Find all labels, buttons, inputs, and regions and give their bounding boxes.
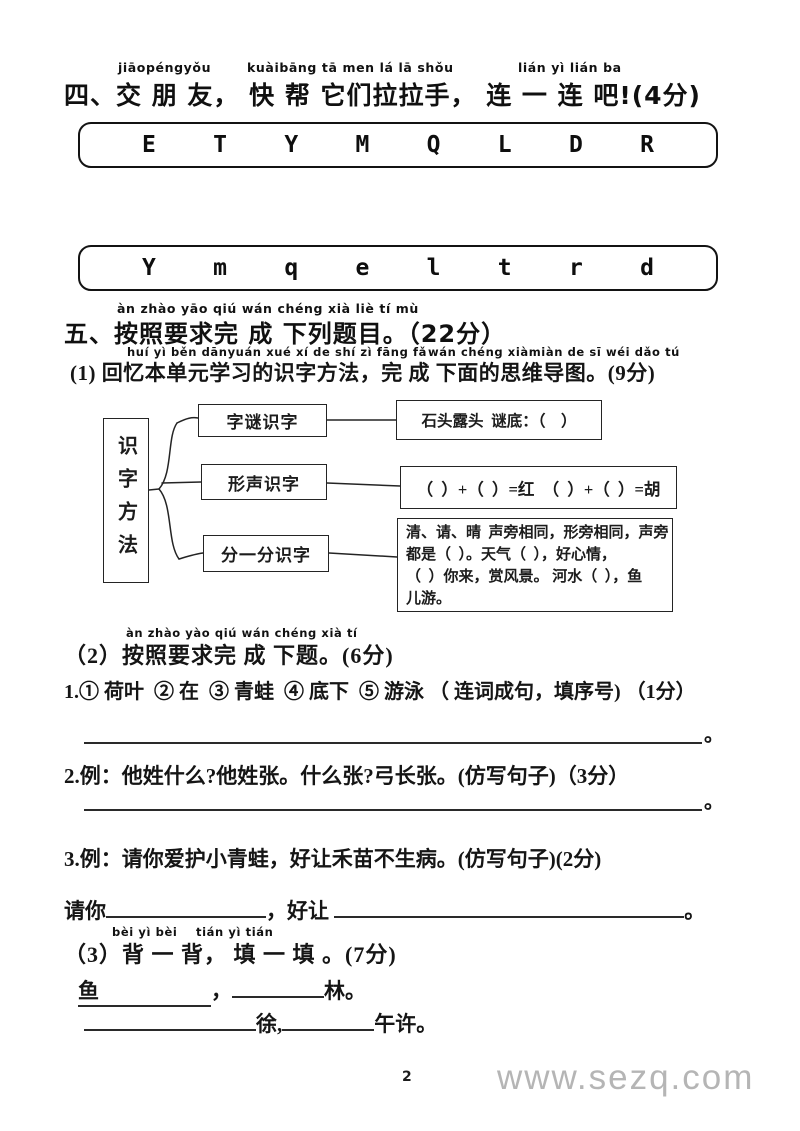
branch3-detail-line: 清、请、晴 声旁相同，形旁相同，声旁 <box>406 525 669 541</box>
poem-char: 徐, <box>256 1012 283 1036</box>
question-2: 2.例：他姓什么?他姓张。什么张?弓长张。(仿写句子)（3分） <box>64 764 630 788</box>
section4-title: 四、交 朋 友， 快 帮 它们拉拉手， 连 一 连 吧!(4分) <box>64 81 701 110</box>
branch2-label: 形声识字 <box>228 474 300 494</box>
mindmap-branch1-box: 字谜识字 <box>198 404 327 437</box>
branch1-detail-box: 石头露头 谜底：（ ） <box>396 400 602 440</box>
part3-pinyin-2: tián yì tián <box>196 925 274 939</box>
letter: l <box>426 255 441 281</box>
poem-suffix: 午许。 <box>374 1012 438 1036</box>
answer-blank <box>84 789 702 811</box>
sentence-period: 。 <box>704 791 724 813</box>
part1-pinyin-1: huí yì běn dānyuán xué xí de shí zì fāng… <box>127 345 427 359</box>
poem-blank <box>232 972 324 998</box>
poem-blank <box>282 1005 375 1031</box>
poem-blank <box>84 1005 256 1031</box>
poem-comma: ， <box>211 979 232 1003</box>
lowercase-letters-box: Y m q e l t r d <box>78 245 718 291</box>
fill-blank <box>334 892 685 918</box>
section4-pinyin-3: lián yì lián ba <box>518 60 622 75</box>
letter: q <box>284 255 299 281</box>
poem-line-2: 徐, 午许。 <box>84 1005 437 1038</box>
poem-suffix: 林。 <box>324 979 366 1003</box>
branch1-detail: 石头露头 谜底：（ ） <box>421 413 577 430</box>
watermark: www.sezq.com <box>497 1058 755 1097</box>
fill-blank <box>106 892 266 918</box>
question-3: 3.例：请你爱护小青蛙，好让禾苗不生病。(仿写句子)(2分) <box>64 847 602 871</box>
branch2-detail: （ ）+（ ）=红 （ ）+（ ）=胡 <box>416 479 661 499</box>
uppercase-letters-box: E T Y M Q L D R <box>78 122 718 168</box>
mindmap-root-box: 识字方法 <box>103 418 149 583</box>
mindmap-connector-lines <box>148 416 401 560</box>
letter: M <box>355 132 370 158</box>
part3-pinyin-1: bèi yì bèi <box>112 925 178 939</box>
branch3-label: 分一分识字 <box>221 546 311 565</box>
mindmap-root-label: 识字方法 <box>114 434 137 567</box>
branch2-detail-box: （ ）+（ ）=红 （ ）+（ ）=胡 <box>400 466 677 509</box>
letter: Y <box>142 255 156 281</box>
fill-mid: ，好让 <box>266 899 335 923</box>
poem-blank <box>99 974 211 998</box>
part2-pinyin: àn zhào yào qiú wán chéng xià tí <box>126 626 358 640</box>
page-number: 2 <box>402 1069 412 1085</box>
branch1-label: 字谜识字 <box>226 413 299 432</box>
mindmap-diagram: 识字方法 字谜识字 形声识字 分一分识字 石头露头 谜底：（ ） （ ）+（ ）… <box>95 393 707 625</box>
part1-instruction: (1) 回忆本单元学习的识字方法，完 成 下面的思维导图。(9分) <box>70 361 656 385</box>
letter: t <box>497 255 512 281</box>
part1-pinyin-2: wán chéng xiàmiàn de sī wéi dǎo tú <box>428 345 680 359</box>
letter: D <box>568 132 583 158</box>
letter: Y <box>284 132 299 158</box>
section4-pinyin-2: kuàibāng tā men lá lā shǒu <box>247 60 454 75</box>
poem-char: 鱼 <box>78 979 99 1003</box>
question-1: 1.① 荷叶 ② 在 ③ 青蛙 ④ 底下 ⑤ 游泳 （ 连词成句，填序号) （1… <box>64 681 696 703</box>
letter: T <box>213 132 228 158</box>
mindmap-branch2-box: 形声识字 <box>201 464 327 500</box>
fill-period: 。 <box>684 899 706 923</box>
mindmap-branch3-box: 分一分识字 <box>203 535 329 572</box>
letter: m <box>213 255 228 281</box>
section5-pinyin: àn zhào yāo qiú wán chéng xià liè tí mù <box>117 301 419 316</box>
sentence-period: 。 <box>704 724 724 746</box>
branch3-detail-line: 都是（ ）。天气（ ），好心情， <box>406 547 617 563</box>
letter: E <box>142 132 156 158</box>
part2-title: （2）按照要求完 成 下题。(6分) <box>64 643 394 668</box>
section4-pinyin-1: jiāopéngyǒu <box>118 60 212 75</box>
letter: L <box>497 132 512 158</box>
letter: R <box>640 132 654 158</box>
answer-line-1: 。 <box>84 722 724 746</box>
poem-line-1: 鱼 ， 林。 <box>78 972 366 1007</box>
part3-title: （3）背 一 背， 填 一 填 。(7分) <box>64 942 397 967</box>
fill-prefix: 请你 <box>64 899 106 923</box>
section5-title: 五、按照要求完 成 下列题目。（22分） <box>64 320 507 348</box>
branch3-detail-line: 儿游。 <box>406 591 452 607</box>
letter: r <box>568 255 583 281</box>
fill-sentence-row: 请你 ，好让 。 <box>64 892 705 925</box>
letter: e <box>355 255 370 281</box>
letter: d <box>640 255 654 281</box>
branch3-detail-box: 清、请、晴 声旁相同，形旁相同，声旁 都是（ ）。天气（ ），好心情， （ ）你… <box>397 518 673 612</box>
answer-line-2: 。 <box>84 789 724 813</box>
branch3-detail-line: （ ）你来，赏风景。 河水（ ），鱼 <box>406 569 643 585</box>
letter: Q <box>426 132 441 158</box>
answer-blank <box>84 722 702 744</box>
